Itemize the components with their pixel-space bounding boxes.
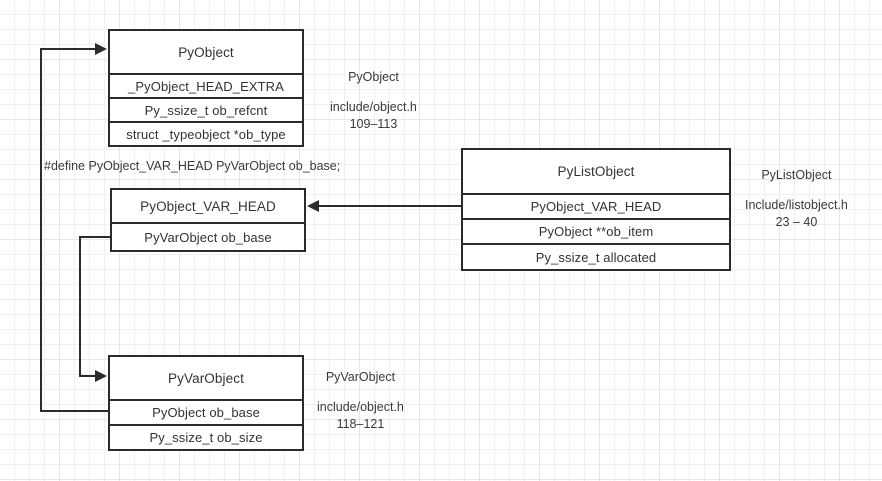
- class-box-pyvarobject-field-1: Py_ssize_t ob_size: [110, 424, 302, 449]
- class-box-pyvarobject-field-0: PyObject ob_base: [110, 399, 302, 424]
- annotation-pyobject-title: PyObject: [348, 70, 399, 84]
- class-box-pylistobject-field-0: PyObject_VAR_HEAD: [463, 193, 729, 218]
- connector-varhead-to-varobject-arrowhead: [95, 370, 107, 382]
- annotation-pylistobject-lines: 23 – 40: [775, 215, 818, 229]
- class-box-pyobject-field-0: _PyObject_HEAD_EXTRA: [110, 73, 302, 97]
- class-box-pylistobject[interactable]: PyListObject PyObject_VAR_HEAD PyObject …: [461, 148, 731, 271]
- connector-varobject-to-object-segment-top: [40, 48, 96, 50]
- annotation-pyobject-lines: 109–113: [349, 117, 398, 131]
- annotation-pyobject: PyObject include/object.h 109–113: [330, 69, 417, 133]
- connector-listobject-to-varhead-segment: [318, 205, 462, 207]
- annotation-pylistobject: PyListObject Include/listobject.h 23 – 4…: [745, 167, 848, 231]
- class-box-pyobject-field-1: Py_ssize_t ob_refcnt: [110, 97, 302, 121]
- class-box-pyobject-header: PyObject: [178, 44, 234, 60]
- annotation-pyvarobject: PyVarObject include/object.h 118–121: [317, 369, 404, 433]
- class-box-pyobject-var-head[interactable]: PyObject_VAR_HEAD PyVarObject ob_base: [110, 188, 306, 252]
- class-box-pyobject[interactable]: PyObject _PyObject_HEAD_EXTRA Py_ssize_t…: [108, 29, 304, 147]
- connector-listobject-to-varhead-arrowhead: [307, 200, 319, 212]
- connector-varobject-to-object-arrowhead: [95, 43, 107, 55]
- annotation-pyvarobject-location: include/object.h: [317, 400, 404, 414]
- class-box-pylistobject-field-2: Py_ssize_t allocated: [463, 243, 729, 269]
- class-box-pyvarobject[interactable]: PyVarObject PyObject ob_base Py_ssize_t …: [108, 355, 304, 451]
- class-box-pyobject-var-head-header: PyObject_VAR_HEAD: [140, 198, 276, 214]
- annotation-pyvarobject-title: PyVarObject: [325, 370, 396, 384]
- define-note: #define PyObject_VAR_HEAD PyVarObject ob…: [44, 159, 341, 173]
- connector-varobject-to-object-segment-bottom: [40, 410, 110, 412]
- class-box-pylistobject-header: PyListObject: [557, 164, 635, 179]
- class-box-pyobject-var-head-field-0: PyVarObject ob_base: [112, 222, 304, 250]
- connector-varobject-to-object-segment-vertical: [40, 48, 42, 412]
- connector-varhead-to-varobject-segment-top: [79, 236, 112, 238]
- class-box-pyobject-field-2: struct _typeobject *ob_type: [110, 121, 302, 145]
- annotation-pyobject-location: include/object.h: [330, 100, 417, 114]
- class-box-pyvarobject-header: PyVarObject: [168, 370, 244, 386]
- class-box-pylistobject-field-1: PyObject **ob_item: [463, 218, 729, 243]
- annotation-pylistobject-location: Include/listobject.h: [745, 198, 848, 212]
- annotation-pylistobject-title: PyListObject: [761, 168, 832, 182]
- connector-varhead-to-varobject-segment-vertical: [79, 236, 81, 377]
- connector-varhead-to-varobject-segment-bottom: [79, 375, 96, 377]
- annotation-pyvarobject-lines: 118–121: [336, 417, 385, 431]
